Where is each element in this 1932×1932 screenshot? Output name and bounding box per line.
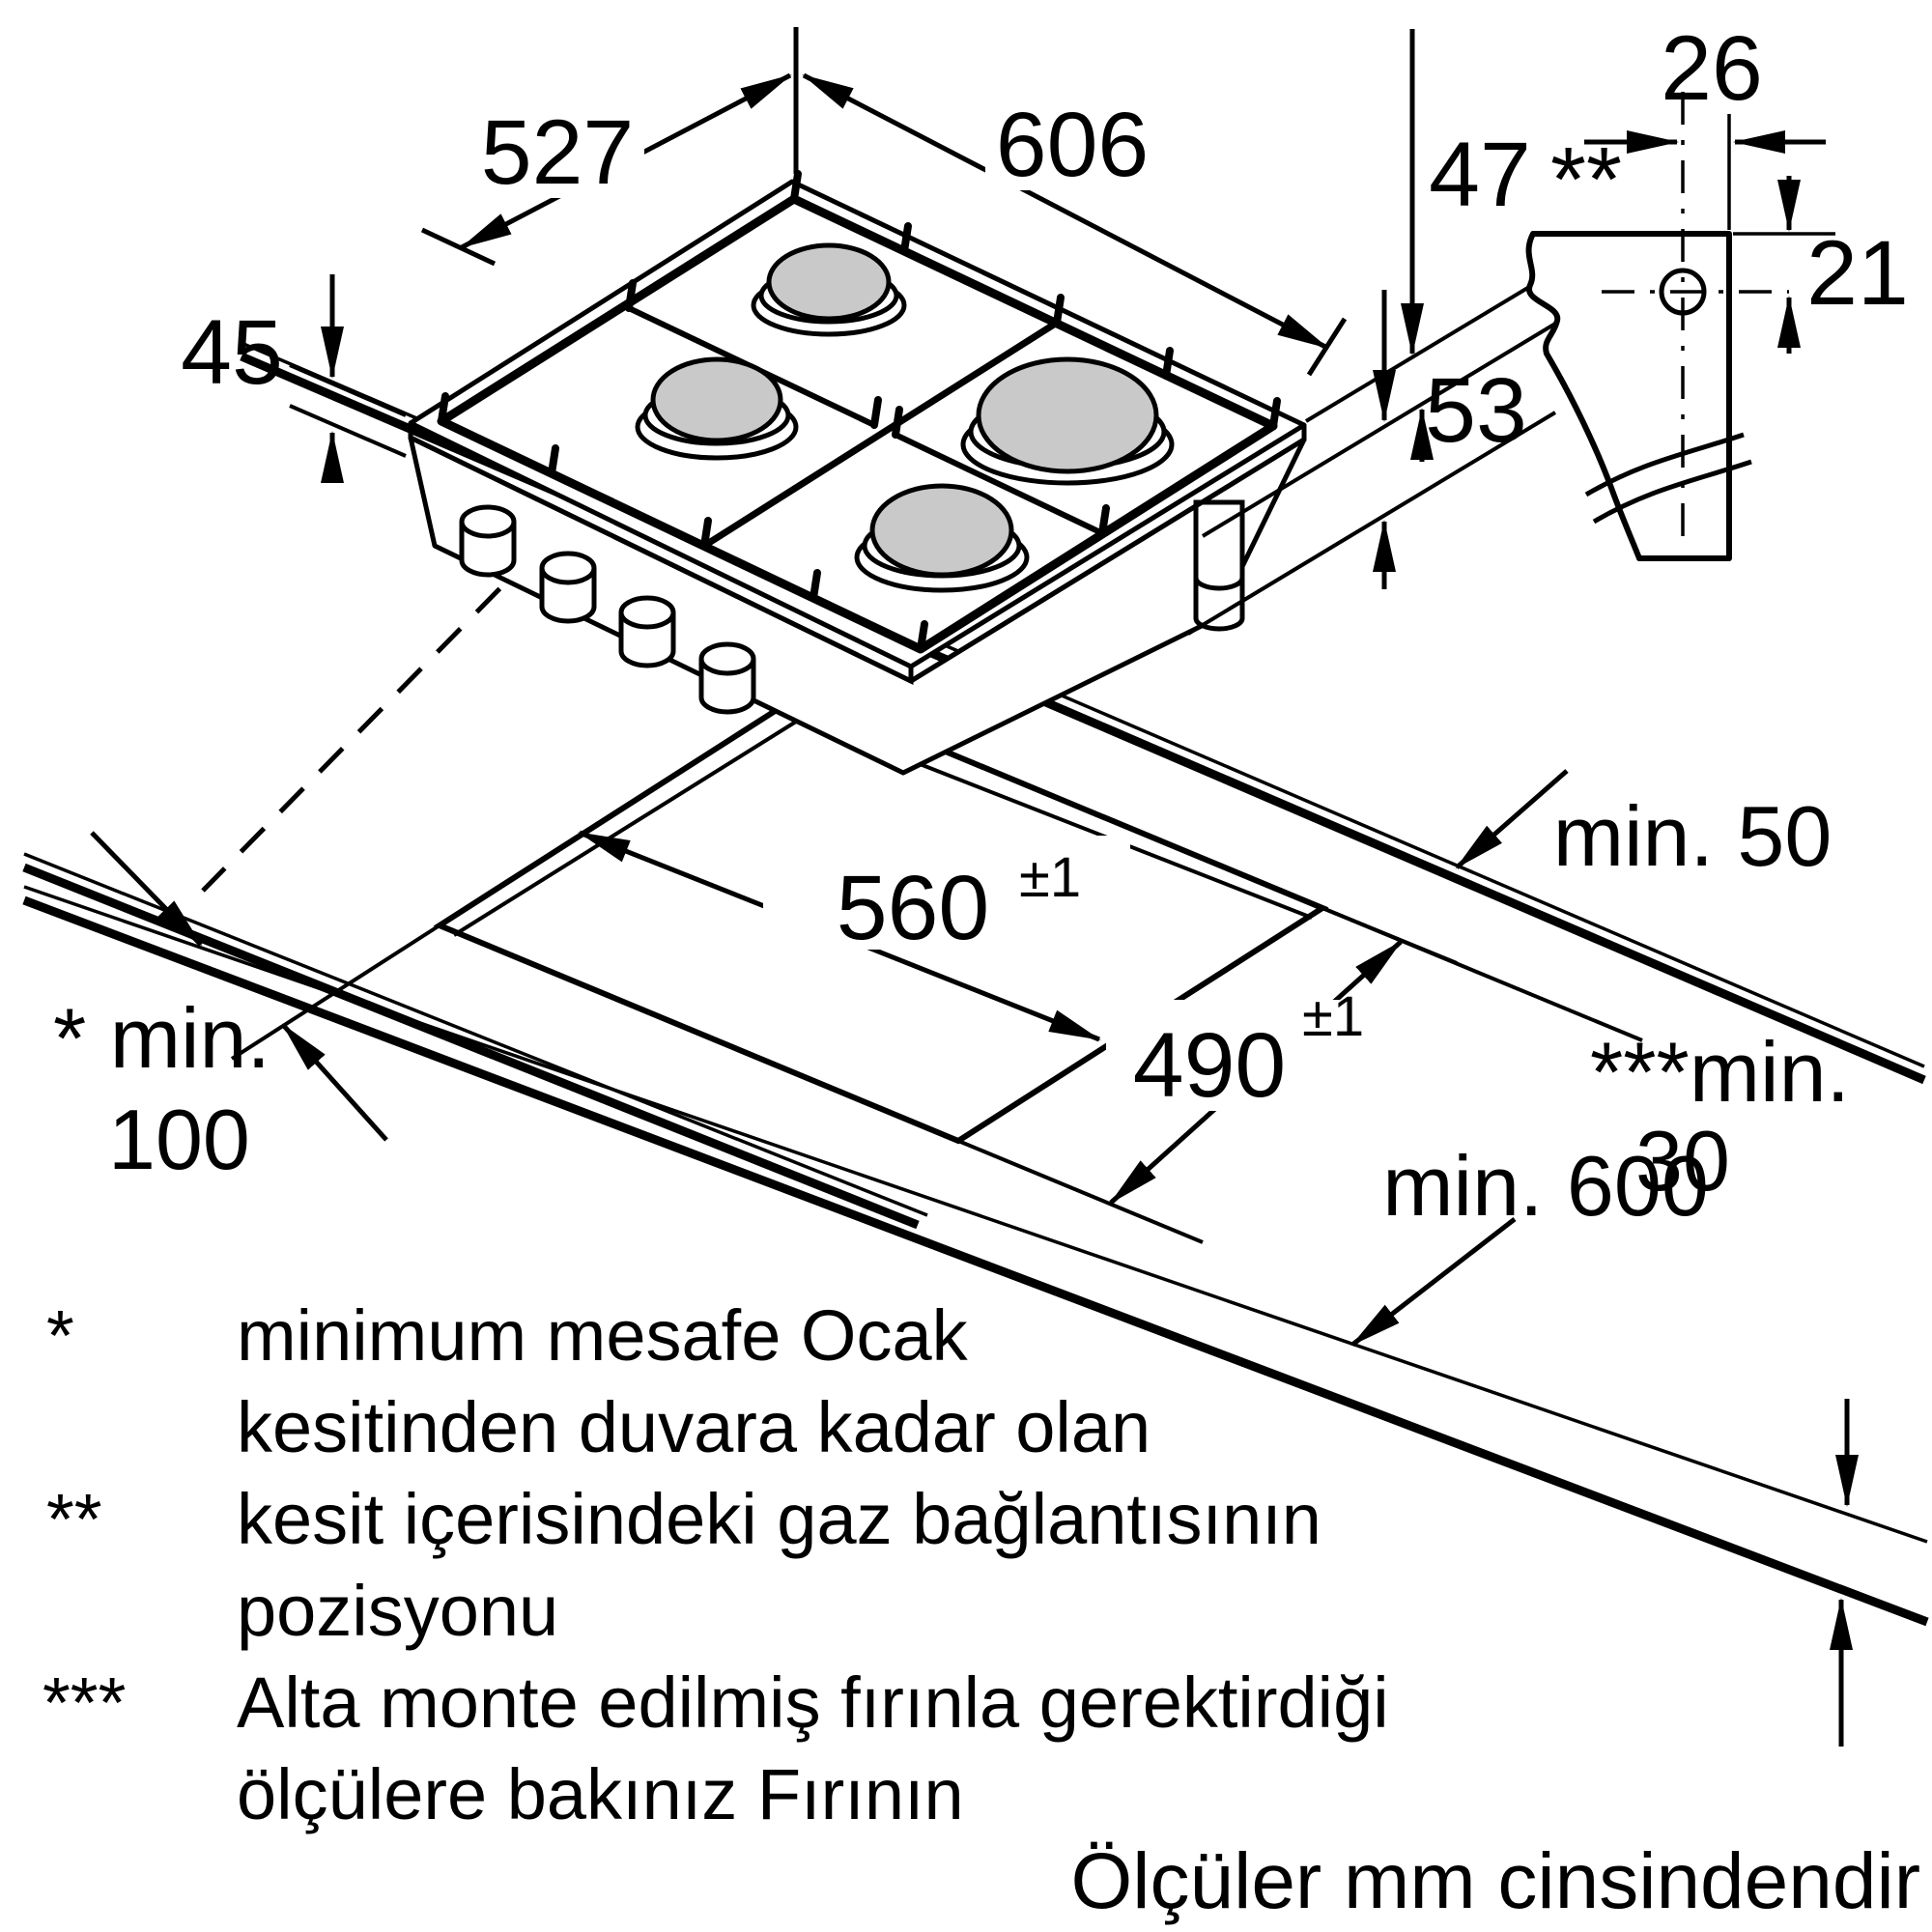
pan-support-bar-right	[894, 432, 1104, 536]
dim-label-560: 560	[837, 857, 990, 959]
hob-isometric	[408, 170, 1307, 776]
dim-label-47: 47	[1429, 124, 1531, 226]
dim-cutout-width: 560 ±1	[578, 830, 1130, 1042]
dim-label-47-marker: **	[1550, 128, 1622, 231]
knob	[459, 504, 517, 578]
arrow-min100-left	[90, 831, 203, 947]
knob	[539, 551, 597, 624]
dim-hob-width: 606	[802, 72, 1348, 377]
ext-line-gas-bottom	[1186, 411, 1557, 636]
ext-line-45-top	[289, 363, 407, 417]
worktop: 560 ±1 490 ±1 min. 50 min. 600 ***min	[22, 341, 1929, 1747]
note3-line2: ölçülere bakınız Fırının	[237, 1754, 964, 1834]
dim-rear-clearance: min. 50	[1321, 769, 1833, 1042]
dim-hob-depth: 527	[420, 72, 792, 267]
projection-dashed-line	[201, 547, 541, 893]
dim-tick-606	[1306, 317, 1348, 377]
ext-line-min50	[1321, 906, 1643, 1042]
dim-label-26: 26	[1661, 17, 1763, 120]
dim-label-21: 21	[1806, 222, 1909, 325]
dim-side-clearance: * min. 100	[53, 831, 441, 1187]
label-min30-line2: 30	[1635, 1113, 1730, 1208]
arrow-min100-right	[281, 1023, 388, 1142]
note3-line1: Alta monte edilmiş fırınla gerektirdiği	[237, 1662, 1389, 1743]
burner-left	[635, 356, 799, 461]
gas-pipe	[1193, 499, 1245, 632]
dim-label-606: 606	[996, 94, 1150, 196]
dim-gas-position: 47 ** 53	[1186, 29, 1622, 636]
burner-right	[960, 356, 1175, 486]
note1-marker: *	[46, 1295, 74, 1376]
label-min100-line1: * min.	[53, 990, 270, 1086]
dim-label-490-tol: ±1	[1302, 985, 1364, 1048]
label-mask	[763, 836, 1130, 950]
break-line-2	[1592, 459, 1752, 525]
dim-label-490: 490	[1133, 1014, 1287, 1117]
hob-surface-edge	[408, 423, 1307, 685]
arrow-min600	[1350, 1217, 1517, 1347]
label-min30-line1: ***min.	[1590, 1024, 1850, 1120]
cutout-inner-wall-nw	[452, 720, 798, 937]
cross-section-detail: 26 21	[1525, 17, 1909, 561]
break-line-1	[1584, 432, 1745, 497]
gas-pipe-band	[1193, 577, 1245, 591]
dim-depth-clearance: min. 600	[1350, 1138, 1709, 1347]
dim-label-560-tol: ±1	[1019, 846, 1081, 909]
ext-line-490-b	[957, 1139, 1204, 1244]
hob-dimensions: 527 606 45 47 ** 53	[181, 27, 1622, 636]
label-min100-line2: 100	[108, 1092, 250, 1187]
label-min50: min. 50	[1553, 788, 1833, 884]
units-note: Ölçüler mm cinsindendir	[1071, 1837, 1921, 1925]
dim-bottom-clearance: ***min. 30	[1590, 1024, 1859, 1747]
note2-line1: kesit içerisindeki gaz bağlantısının	[237, 1479, 1321, 1559]
dim-tick-527	[420, 227, 497, 267]
burner-cap	[976, 356, 1159, 474]
burner-cap	[766, 242, 892, 322]
burner-front	[854, 483, 1030, 593]
label-min600: min. 600	[1382, 1138, 1709, 1234]
dim-label-53: 53	[1425, 359, 1527, 462]
burner-cap	[869, 483, 1014, 578]
note1-line2: kesitinden duvara kadar olan	[237, 1387, 1151, 1467]
arrow-min50	[1455, 769, 1569, 869]
knob	[698, 641, 756, 715]
ext-line-gas-center	[1201, 313, 1572, 538]
ext-line-45-bottom	[289, 404, 407, 458]
worktop-front-edge-bottom	[22, 895, 1929, 1627]
dim-label-527: 527	[481, 101, 635, 204]
control-knobs	[459, 504, 756, 715]
label-mask	[1106, 1000, 1415, 1111]
dim-hob-height: 45	[181, 274, 407, 483]
burner-cap	[650, 356, 783, 443]
ext-line-min100	[230, 923, 441, 1061]
worktop-front-edge-top	[23, 885, 1928, 1544]
dim-line-606	[802, 72, 1329, 351]
knob	[618, 595, 676, 668]
notes-block: * minimum mesafe Ocak kesitinden duvara …	[43, 1295, 1920, 1925]
gas-pipe-body	[1193, 499, 1245, 632]
label-mask	[470, 101, 644, 198]
note2-line2: pozisyonu	[237, 1571, 558, 1651]
label-mask	[985, 94, 1159, 190]
note2-marker: **	[46, 1479, 102, 1559]
pan-support-divider	[702, 320, 1059, 549]
note3-marker: ***	[43, 1662, 126, 1743]
dim-label-45: 45	[181, 301, 283, 404]
note1-line1: minimum mesafe Ocak	[237, 1295, 969, 1376]
